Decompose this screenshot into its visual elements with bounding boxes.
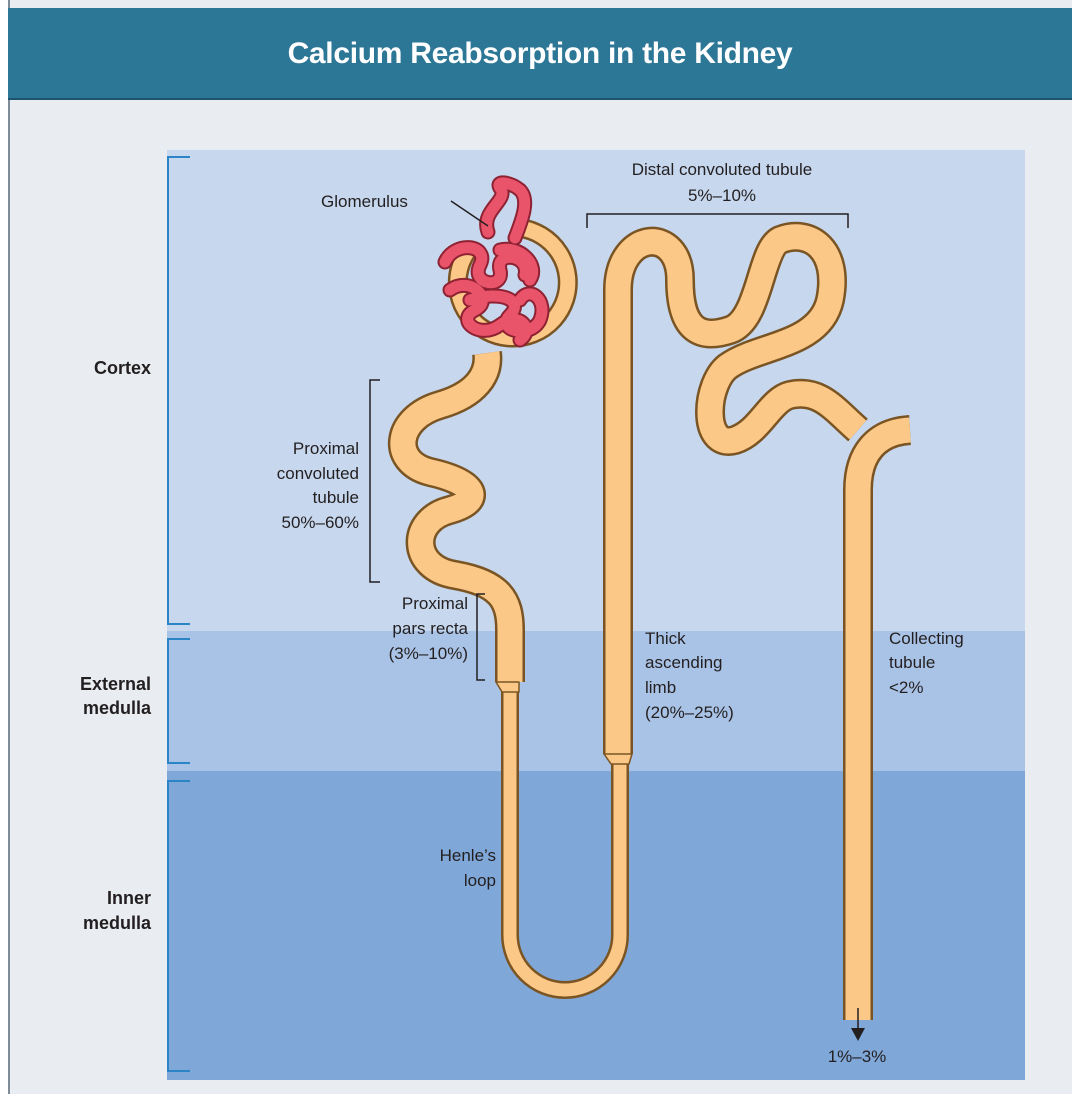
label-proximal-convoluted-value: 50%–60% bbox=[281, 513, 359, 532]
inner-medulla-band bbox=[167, 771, 1025, 1080]
label-distal-name: Distal convoluted tubule bbox=[632, 160, 813, 179]
zone-label-external-medulla-2: medulla bbox=[83, 698, 152, 718]
label-pars-recta-value: (3%–10%) bbox=[389, 644, 468, 663]
cortex-band bbox=[167, 150, 1025, 631]
label-excreted: 1%–3% bbox=[828, 1047, 887, 1066]
label-collecting-value: <2% bbox=[889, 678, 924, 697]
label-distal-value: 5%–10% bbox=[688, 186, 756, 205]
label-thick-ascending-3: limb bbox=[645, 678, 676, 697]
zone-label-inner-medulla-1: Inner bbox=[107, 888, 151, 908]
label-proximal-convoluted-3: tubule bbox=[313, 488, 359, 507]
zone-label-cortex: Cortex bbox=[94, 358, 151, 378]
label-proximal-convoluted-2: convoluted bbox=[277, 464, 359, 483]
label-thick-ascending-2: ascending bbox=[645, 653, 723, 672]
label-pars-recta-1: Proximal bbox=[402, 594, 468, 613]
label-pars-recta-2: pars recta bbox=[392, 619, 468, 638]
label-thick-ascending-1: Thick bbox=[645, 629, 686, 648]
zone-label-external-medulla-1: External bbox=[80, 674, 151, 694]
external-medulla-band bbox=[167, 631, 1025, 771]
label-proximal-convoluted-1: Proximal bbox=[293, 439, 359, 458]
label-henle-2: loop bbox=[464, 871, 496, 890]
label-glomerulus: Glomerulus bbox=[321, 192, 408, 211]
label-collecting-2: tubule bbox=[889, 653, 935, 672]
zone-label-inner-medulla-2: medulla bbox=[83, 913, 152, 933]
label-thick-ascending-value: (20%–25%) bbox=[645, 703, 734, 722]
label-collecting-1: Collecting bbox=[889, 629, 964, 648]
label-henle-1: Henle’s bbox=[440, 846, 496, 865]
